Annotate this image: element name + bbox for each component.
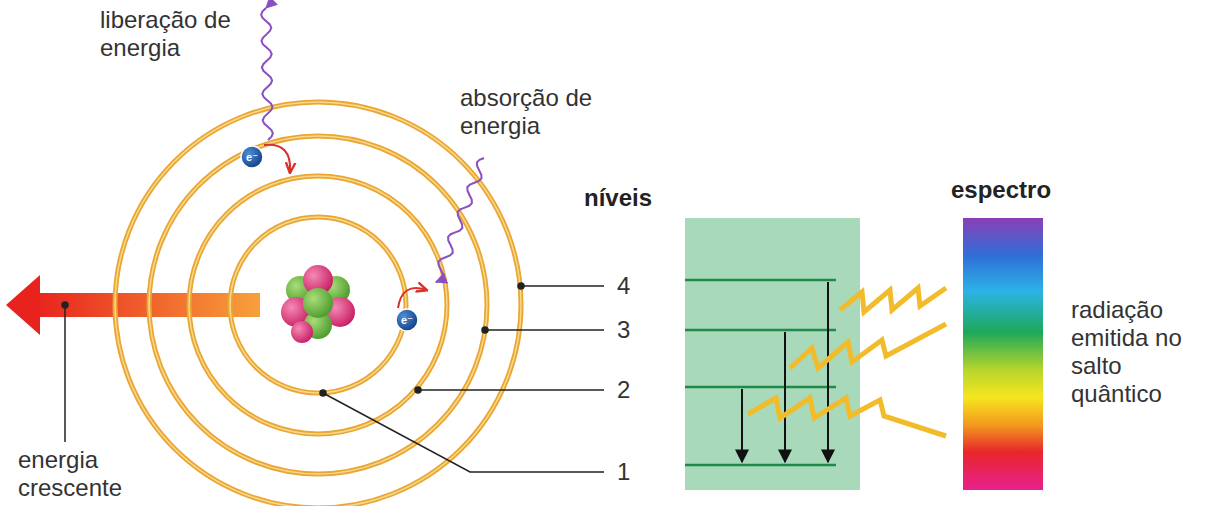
electron: [241, 146, 263, 168]
jump-arrow: [398, 288, 426, 308]
leader-lines: [62, 283, 604, 472]
level-number: 1: [617, 458, 630, 486]
increasing-energy-label: energia crescente: [18, 446, 158, 502]
energy-levels: [685, 280, 836, 465]
energy-absorption-label: absorção de energia: [460, 84, 620, 140]
jump-arrow: [264, 145, 290, 172]
level-number: 3: [617, 316, 630, 344]
energy-arrow-head: [6, 275, 40, 335]
energy-release-label: liberação de energia: [100, 6, 250, 62]
level-number: 2: [617, 376, 630, 404]
nucleus: [281, 265, 355, 343]
emitted-radiation: [748, 288, 946, 436]
emitted-radiation-label: radiação emitida no salto quântico: [1071, 296, 1216, 408]
electron-symbol: e⁻: [401, 314, 413, 326]
spectrum-heading: espectro: [951, 176, 1051, 204]
electron-symbol: e⁻: [246, 151, 258, 163]
absorbed-photon: [436, 158, 484, 282]
spectrum-bar: [963, 218, 1043, 490]
electron: [396, 309, 418, 331]
orbit-rings: [115, 102, 521, 506]
level-number: 4: [617, 272, 630, 300]
levels-heading: níveis: [584, 184, 652, 212]
transition-arrows: [742, 282, 828, 462]
emitted-photon: [261, 8, 273, 140]
